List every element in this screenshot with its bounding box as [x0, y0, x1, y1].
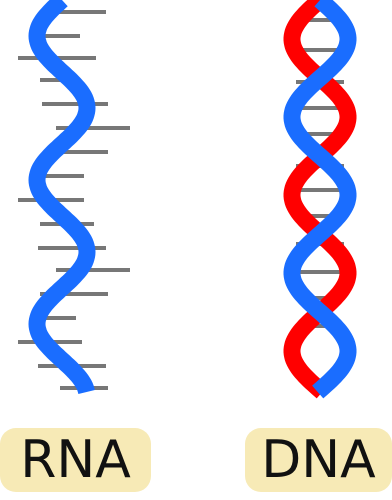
dna-strand-red	[283, 0, 357, 399]
dna-label-text: DNA	[261, 430, 376, 490]
dna-label: DNA	[245, 428, 392, 492]
rna-molecule	[18, 0, 130, 395]
rna-strand	[28, 0, 96, 395]
dna-molecule	[283, 0, 357, 399]
dna-strand-blue	[283, 0, 357, 399]
rna-label-text: RNA	[20, 430, 131, 490]
rna-label: RNA	[0, 428, 151, 492]
